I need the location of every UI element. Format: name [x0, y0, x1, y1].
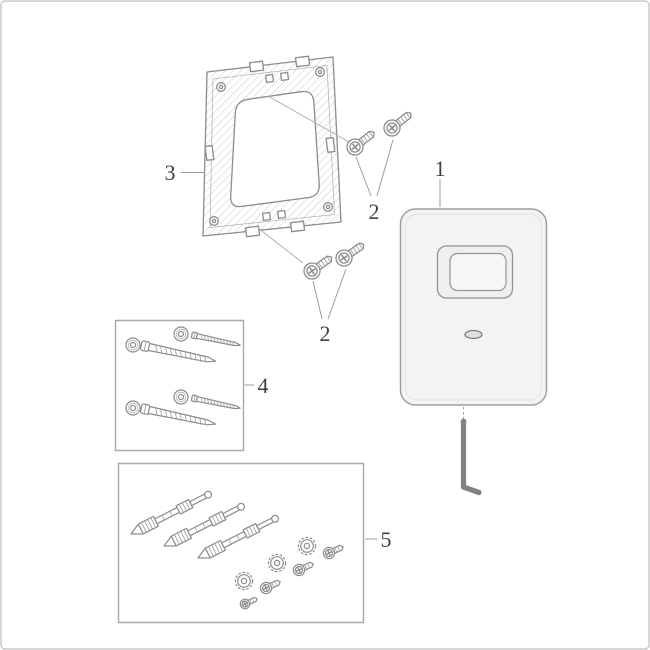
callout-screws-bottom: 2 — [320, 321, 331, 346]
screw-pair-bottom — [258, 228, 370, 319]
fixing-bolt-set — [116, 321, 255, 451]
washer — [173, 389, 189, 405]
allen-key-shaft — [464, 422, 480, 493]
plate-inner-contour — [406, 214, 542, 400]
leader-line-frame-to-screws — [268, 96, 349, 142]
extension-spindle-set — [119, 464, 378, 623]
flush-button-small — [450, 254, 506, 291]
frame-fixing-tabs — [205, 56, 335, 237]
callout-fixing-bolt-set: 4 — [258, 373, 269, 398]
callout-mounting-frame: 3 — [165, 160, 176, 185]
washer — [173, 326, 189, 342]
leader-lines-screws-bottom — [313, 269, 346, 319]
knurled-knob — [297, 536, 317, 556]
frame-opening — [231, 91, 320, 206]
frame-corner-holes — [210, 68, 333, 226]
knurled-knob — [234, 571, 254, 591]
flush-buttons — [438, 246, 513, 298]
leader-lines-screws-top — [356, 140, 393, 196]
frame-outer-edge — [203, 57, 341, 236]
spindle-set-box — [119, 464, 364, 623]
frame-hatched-face — [203, 57, 341, 236]
callout-extension-spindle-set: 5 — [381, 527, 392, 552]
flush-plate — [401, 179, 547, 405]
leader-line-frame-to-screws-bottom — [258, 228, 303, 263]
brand-badge-oval — [465, 331, 482, 339]
knurled-knob — [267, 553, 287, 573]
washer — [125, 337, 141, 353]
callout-screws-top: 2 — [369, 199, 380, 224]
washer — [125, 400, 141, 416]
frame-step-edge — [210, 66, 335, 228]
plate-body — [401, 209, 547, 405]
callout-flush-plate: 1 — [435, 156, 446, 181]
mounting-frame — [181, 56, 341, 237]
allen-key — [460, 407, 480, 493]
screw-pair-top — [268, 96, 417, 196]
